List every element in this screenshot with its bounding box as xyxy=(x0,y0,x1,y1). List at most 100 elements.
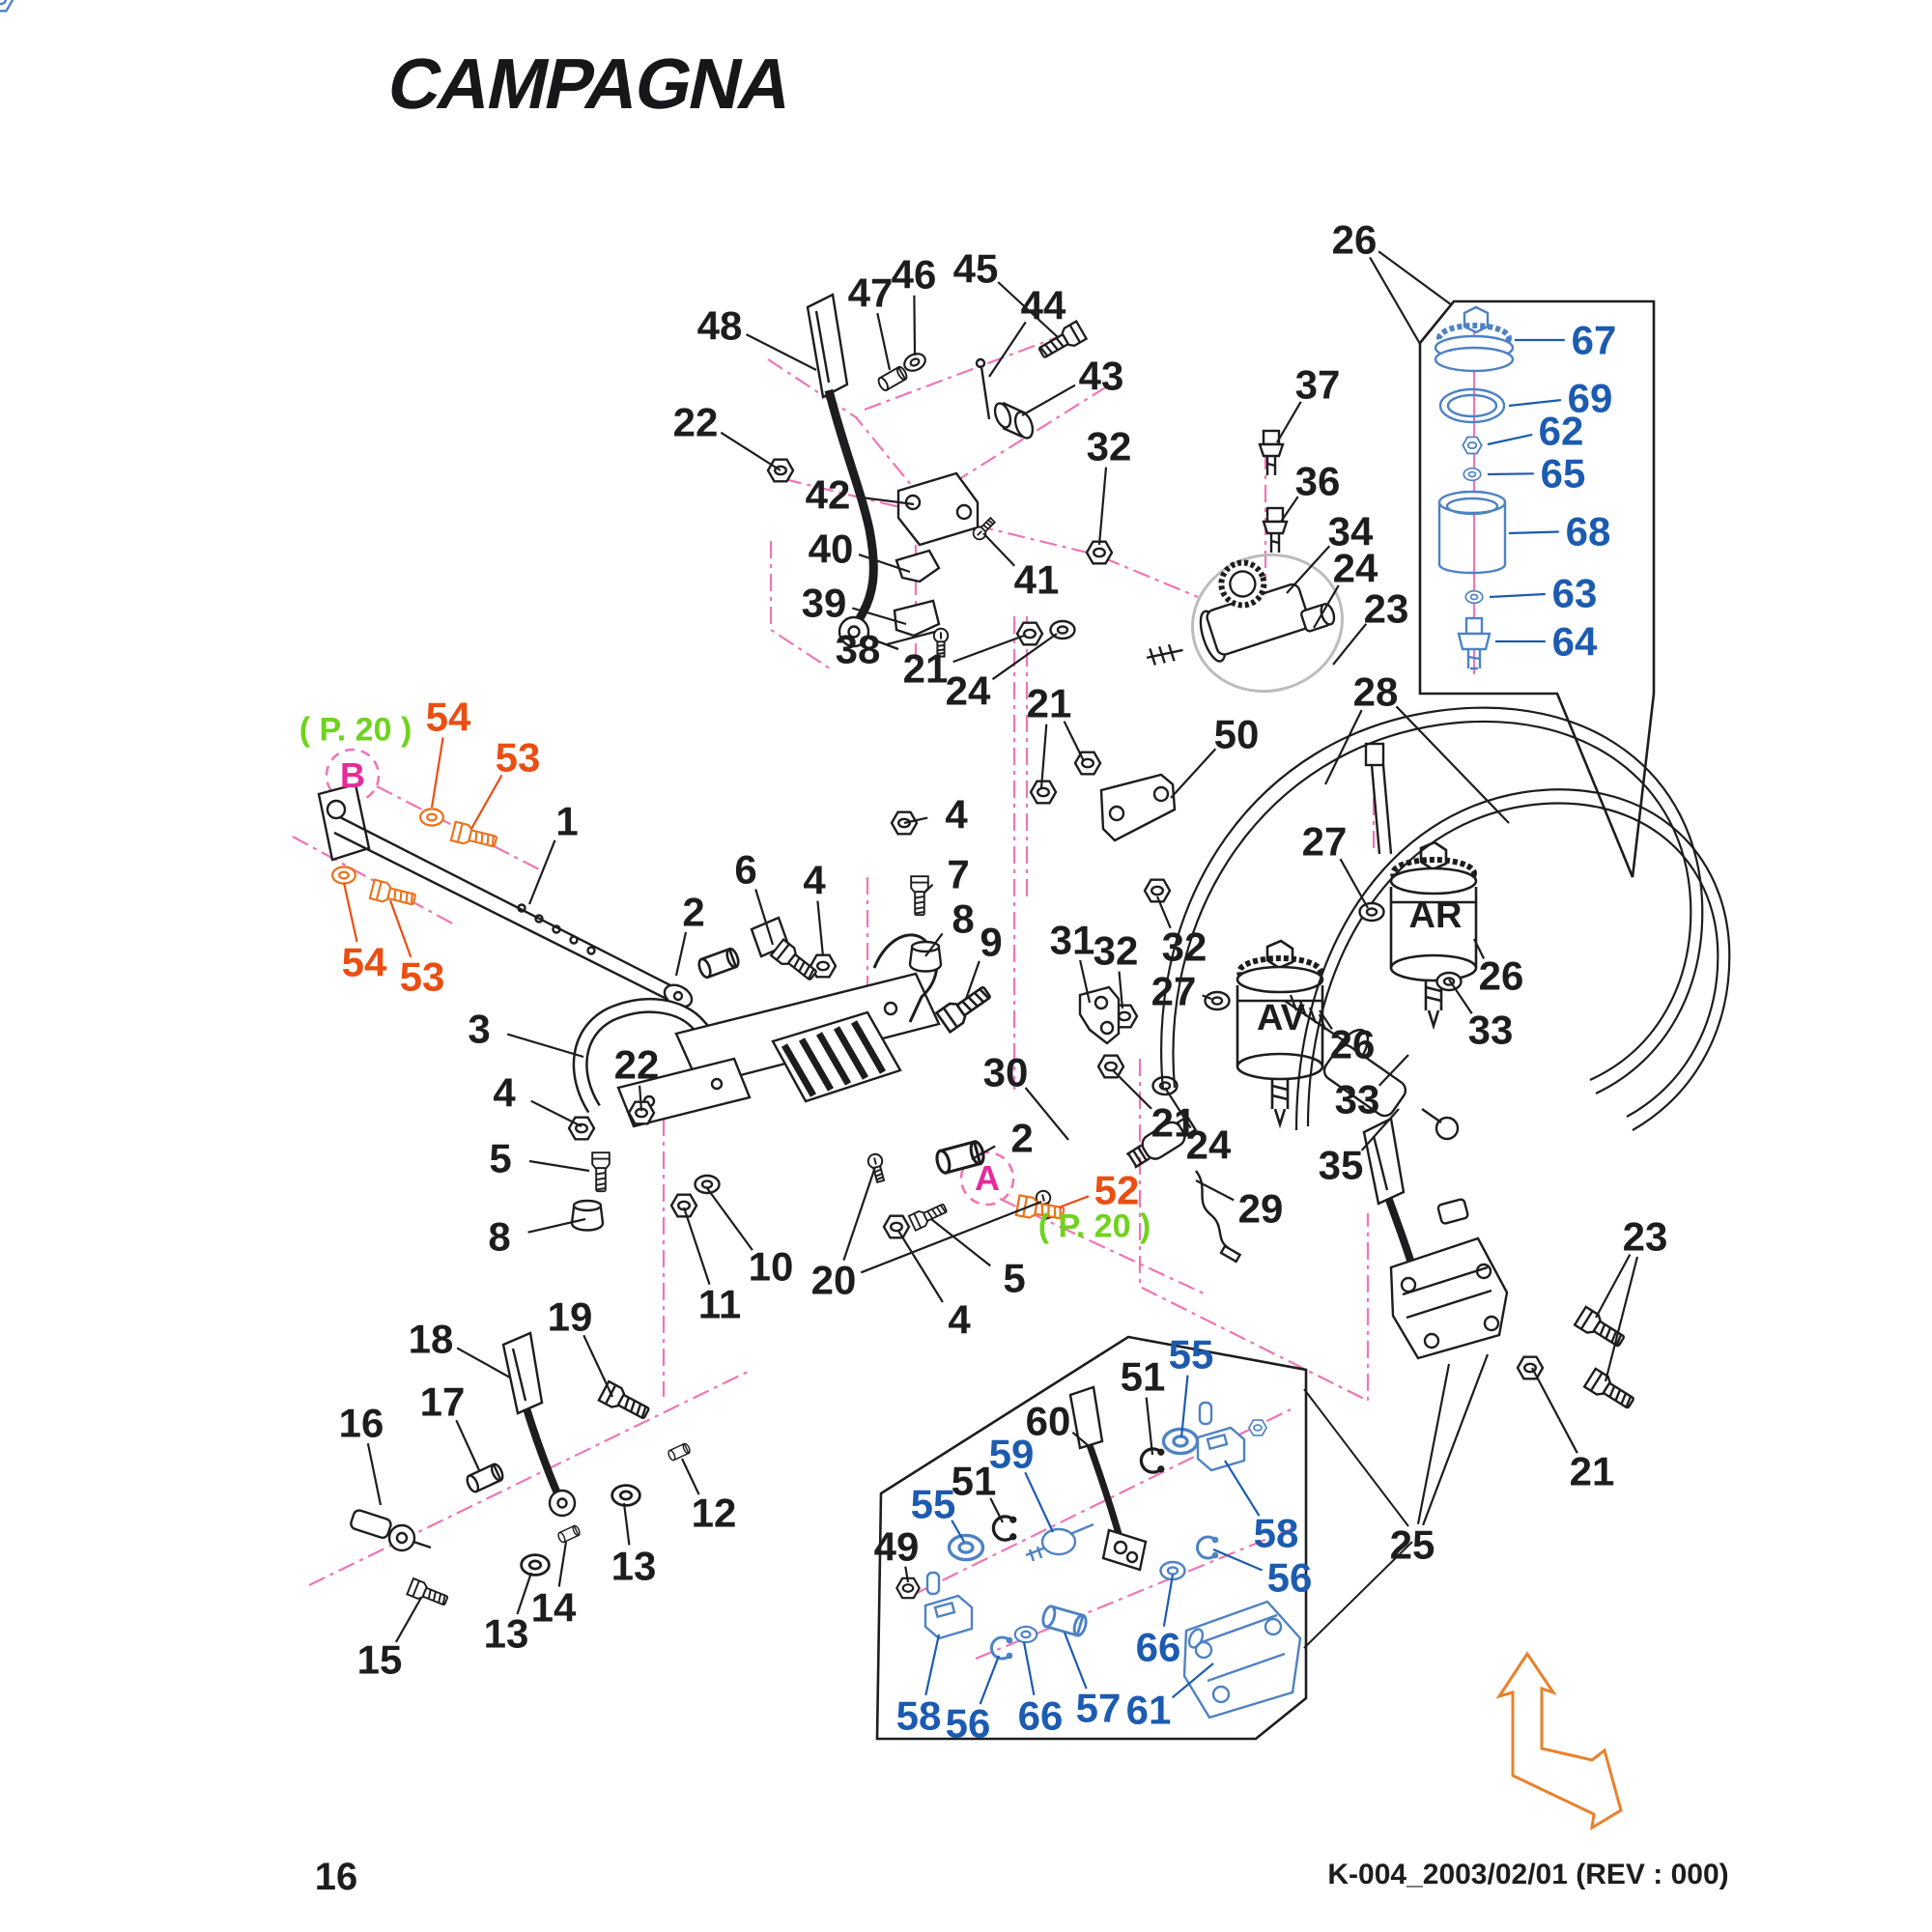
part-callout-21: 21 xyxy=(1570,1448,1615,1493)
part-callout-62: 62 xyxy=(1539,408,1584,453)
part-callout-34: 34 xyxy=(1328,508,1374,554)
part-callout-p20: ( P. 20 ) xyxy=(1038,1208,1151,1245)
callout-leader xyxy=(1024,1087,1069,1141)
callout-leader xyxy=(1280,496,1299,523)
part-callout-5: 5 xyxy=(489,1135,511,1180)
inset-cup-68 xyxy=(1437,490,1507,575)
callout-leader xyxy=(1489,592,1546,599)
part-callout-4: 4 xyxy=(803,857,826,902)
callout-leader xyxy=(1487,472,1534,476)
callout-leader xyxy=(1422,1353,1490,1526)
fitting-36 xyxy=(1262,506,1289,553)
part-callout-8: 8 xyxy=(952,895,974,941)
part-callout-27: 27 xyxy=(1151,968,1197,1013)
part-callout-55: 55 xyxy=(1169,1331,1214,1377)
callout-leader xyxy=(971,1145,996,1160)
callout-leader xyxy=(516,1572,533,1615)
callout-leader xyxy=(746,333,817,371)
part-callout-41: 41 xyxy=(1014,556,1060,602)
callout-leader xyxy=(1473,938,1486,959)
callout-leader xyxy=(991,633,1058,681)
callout-leader xyxy=(951,1520,965,1543)
callout-leader xyxy=(430,737,444,809)
callout-leader xyxy=(1224,1460,1261,1517)
callout-leader xyxy=(1378,250,1453,306)
part-callout-44: 44 xyxy=(1021,282,1066,327)
callout-leader xyxy=(674,931,688,977)
part-callout-26: 26 xyxy=(1330,1021,1376,1066)
callout-leader xyxy=(1319,1009,1333,1031)
part-callout-2: 2 xyxy=(1010,1115,1033,1160)
part-callout-25: 25 xyxy=(1390,1521,1435,1567)
part-callout-4: 4 xyxy=(948,1296,971,1342)
lever-bracket-42 xyxy=(893,471,980,638)
callout-leader xyxy=(1171,1662,1214,1699)
part-callout-51: 51 xyxy=(952,1458,997,1503)
part-callout-21: 21 xyxy=(1027,680,1072,725)
part-callout-7: 7 xyxy=(947,851,969,896)
callout-leader xyxy=(988,321,1027,378)
brake-pedal-25 xyxy=(1362,1117,1509,1360)
callout-leader xyxy=(681,1458,700,1495)
part-callout-61: 61 xyxy=(1126,1687,1172,1732)
inset-oring-69 xyxy=(1438,387,1506,424)
part-callout-6: 6 xyxy=(734,846,756,892)
callout-leader xyxy=(1369,256,1421,345)
part-callout-4: 4 xyxy=(945,791,968,837)
throttle-pedal xyxy=(806,293,899,651)
callout-leader xyxy=(982,532,1015,567)
part-callout-56: 56 xyxy=(946,1700,991,1746)
shift-lever-18 xyxy=(350,1331,577,1552)
part-callout-63: 63 xyxy=(1552,570,1598,615)
part-callout-24: 24 xyxy=(1186,1122,1232,1167)
part-callout-10: 10 xyxy=(749,1243,794,1289)
callout-leader xyxy=(1164,1087,1192,1129)
part-callout-58: 58 xyxy=(896,1692,942,1738)
brake-switch-29 xyxy=(1125,1115,1242,1264)
callout-leader xyxy=(1508,530,1559,535)
callout-leader xyxy=(860,1200,1042,1274)
callout-leader xyxy=(930,1218,991,1267)
part-callout-1: 1 xyxy=(555,798,578,843)
part-callout-12: 12 xyxy=(692,1490,737,1535)
page-number: 16 xyxy=(315,1856,358,1898)
part-callout-13: 13 xyxy=(484,1610,529,1656)
callout-leader xyxy=(924,932,944,957)
callout-leader xyxy=(1145,1397,1154,1456)
callout-leader xyxy=(856,496,915,506)
part-callout-67: 67 xyxy=(1572,317,1617,362)
inset-cap-67 xyxy=(1434,305,1515,373)
callout-leader xyxy=(1155,895,1172,929)
part-callout-19: 19 xyxy=(548,1293,593,1339)
part-callout-36: 36 xyxy=(1295,458,1341,503)
callout-leader xyxy=(876,312,892,371)
part-callout-20: 20 xyxy=(811,1257,857,1302)
callout-leader xyxy=(1071,1431,1095,1452)
part-callout-54: 54 xyxy=(342,939,387,984)
part-callout-50: 50 xyxy=(1214,711,1260,756)
part-callout-5: 5 xyxy=(1003,1255,1025,1300)
callout-leader xyxy=(394,1597,422,1643)
callout-leader xyxy=(706,1187,753,1251)
part-callout-13: 13 xyxy=(611,1543,657,1588)
insert-8b xyxy=(570,1199,605,1232)
callout-leader xyxy=(1604,1256,1639,1382)
callout-leader xyxy=(622,1502,631,1546)
part-callout-24: 24 xyxy=(946,668,991,713)
part-callout-66: 66 xyxy=(1018,1692,1064,1738)
part-callout-45: 45 xyxy=(953,245,999,291)
part-callout-22: 22 xyxy=(614,1041,660,1087)
part-callout-11: 11 xyxy=(698,1281,741,1326)
part-callout-8: 8 xyxy=(488,1213,510,1259)
clevis-pin-43 xyxy=(993,401,1035,440)
callout-leader xyxy=(1195,1179,1235,1202)
brand-logo: CAMPAGNA xyxy=(382,43,800,124)
part-callout-21: 21 xyxy=(903,645,949,691)
callout-leader xyxy=(754,889,775,946)
part-callout-66: 66 xyxy=(1136,1624,1181,1669)
part-callout-64: 64 xyxy=(1552,618,1598,664)
callout-leader xyxy=(527,839,556,905)
callout-leader xyxy=(952,634,1025,664)
callout-leader xyxy=(470,774,503,830)
callout-leader xyxy=(1448,979,1473,1014)
